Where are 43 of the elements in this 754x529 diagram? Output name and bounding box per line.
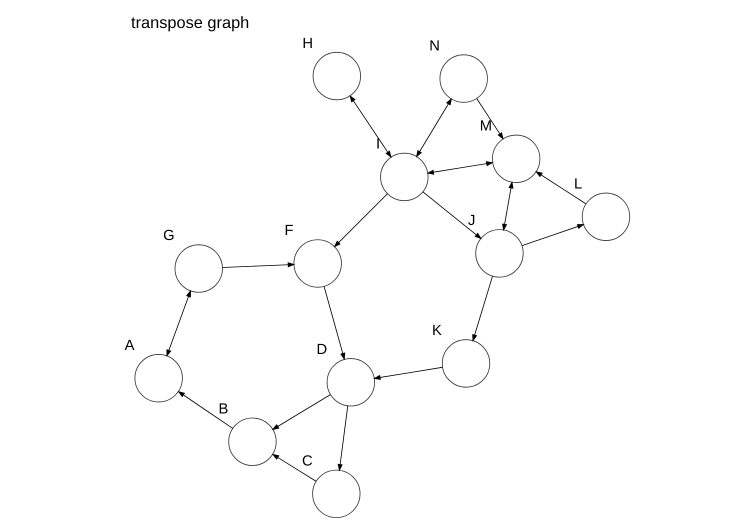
arrow [373, 366, 443, 380]
node-label: C [302, 454, 313, 470]
arrow [338, 406, 348, 472]
node-circle [312, 52, 361, 100]
node-circle [174, 244, 223, 293]
node-label: H [302, 36, 314, 52]
node-label: F [284, 223, 294, 240]
node-label: L [574, 176, 582, 192]
node-label: N [429, 38, 440, 54]
arrow [349, 94, 392, 158]
arrow [166, 290, 191, 357]
arrow [334, 193, 388, 248]
arrow [416, 98, 452, 158]
node-circle [134, 354, 183, 402]
node-label: B [218, 401, 228, 418]
arrow [502, 181, 514, 232]
arrow [178, 391, 234, 429]
arrow [522, 224, 585, 246]
arrow [426, 161, 494, 175]
diagram-title: transpose graph [131, 14, 250, 32]
node-label: D [316, 342, 328, 358]
node-label: M [480, 118, 492, 134]
arrow [222, 262, 296, 268]
node-label: G [163, 228, 175, 244]
arrow [535, 171, 586, 204]
node-label: K [432, 323, 442, 340]
node-circle [442, 339, 490, 388]
node-circle [326, 358, 375, 406]
arrow [422, 191, 482, 240]
node-circle [492, 134, 540, 183]
arrow [272, 394, 331, 430]
node-label: J [468, 213, 476, 230]
node-label: A [124, 338, 135, 354]
node-circle [440, 54, 488, 103]
node-circle [380, 152, 428, 202]
arrow [324, 286, 346, 360]
node-label: I [376, 136, 380, 153]
node-circle [312, 470, 360, 518]
arrow [272, 454, 316, 482]
arrow [476, 98, 504, 140]
node-circle [582, 192, 630, 241]
node-circle [228, 418, 277, 466]
arrow [472, 276, 493, 342]
